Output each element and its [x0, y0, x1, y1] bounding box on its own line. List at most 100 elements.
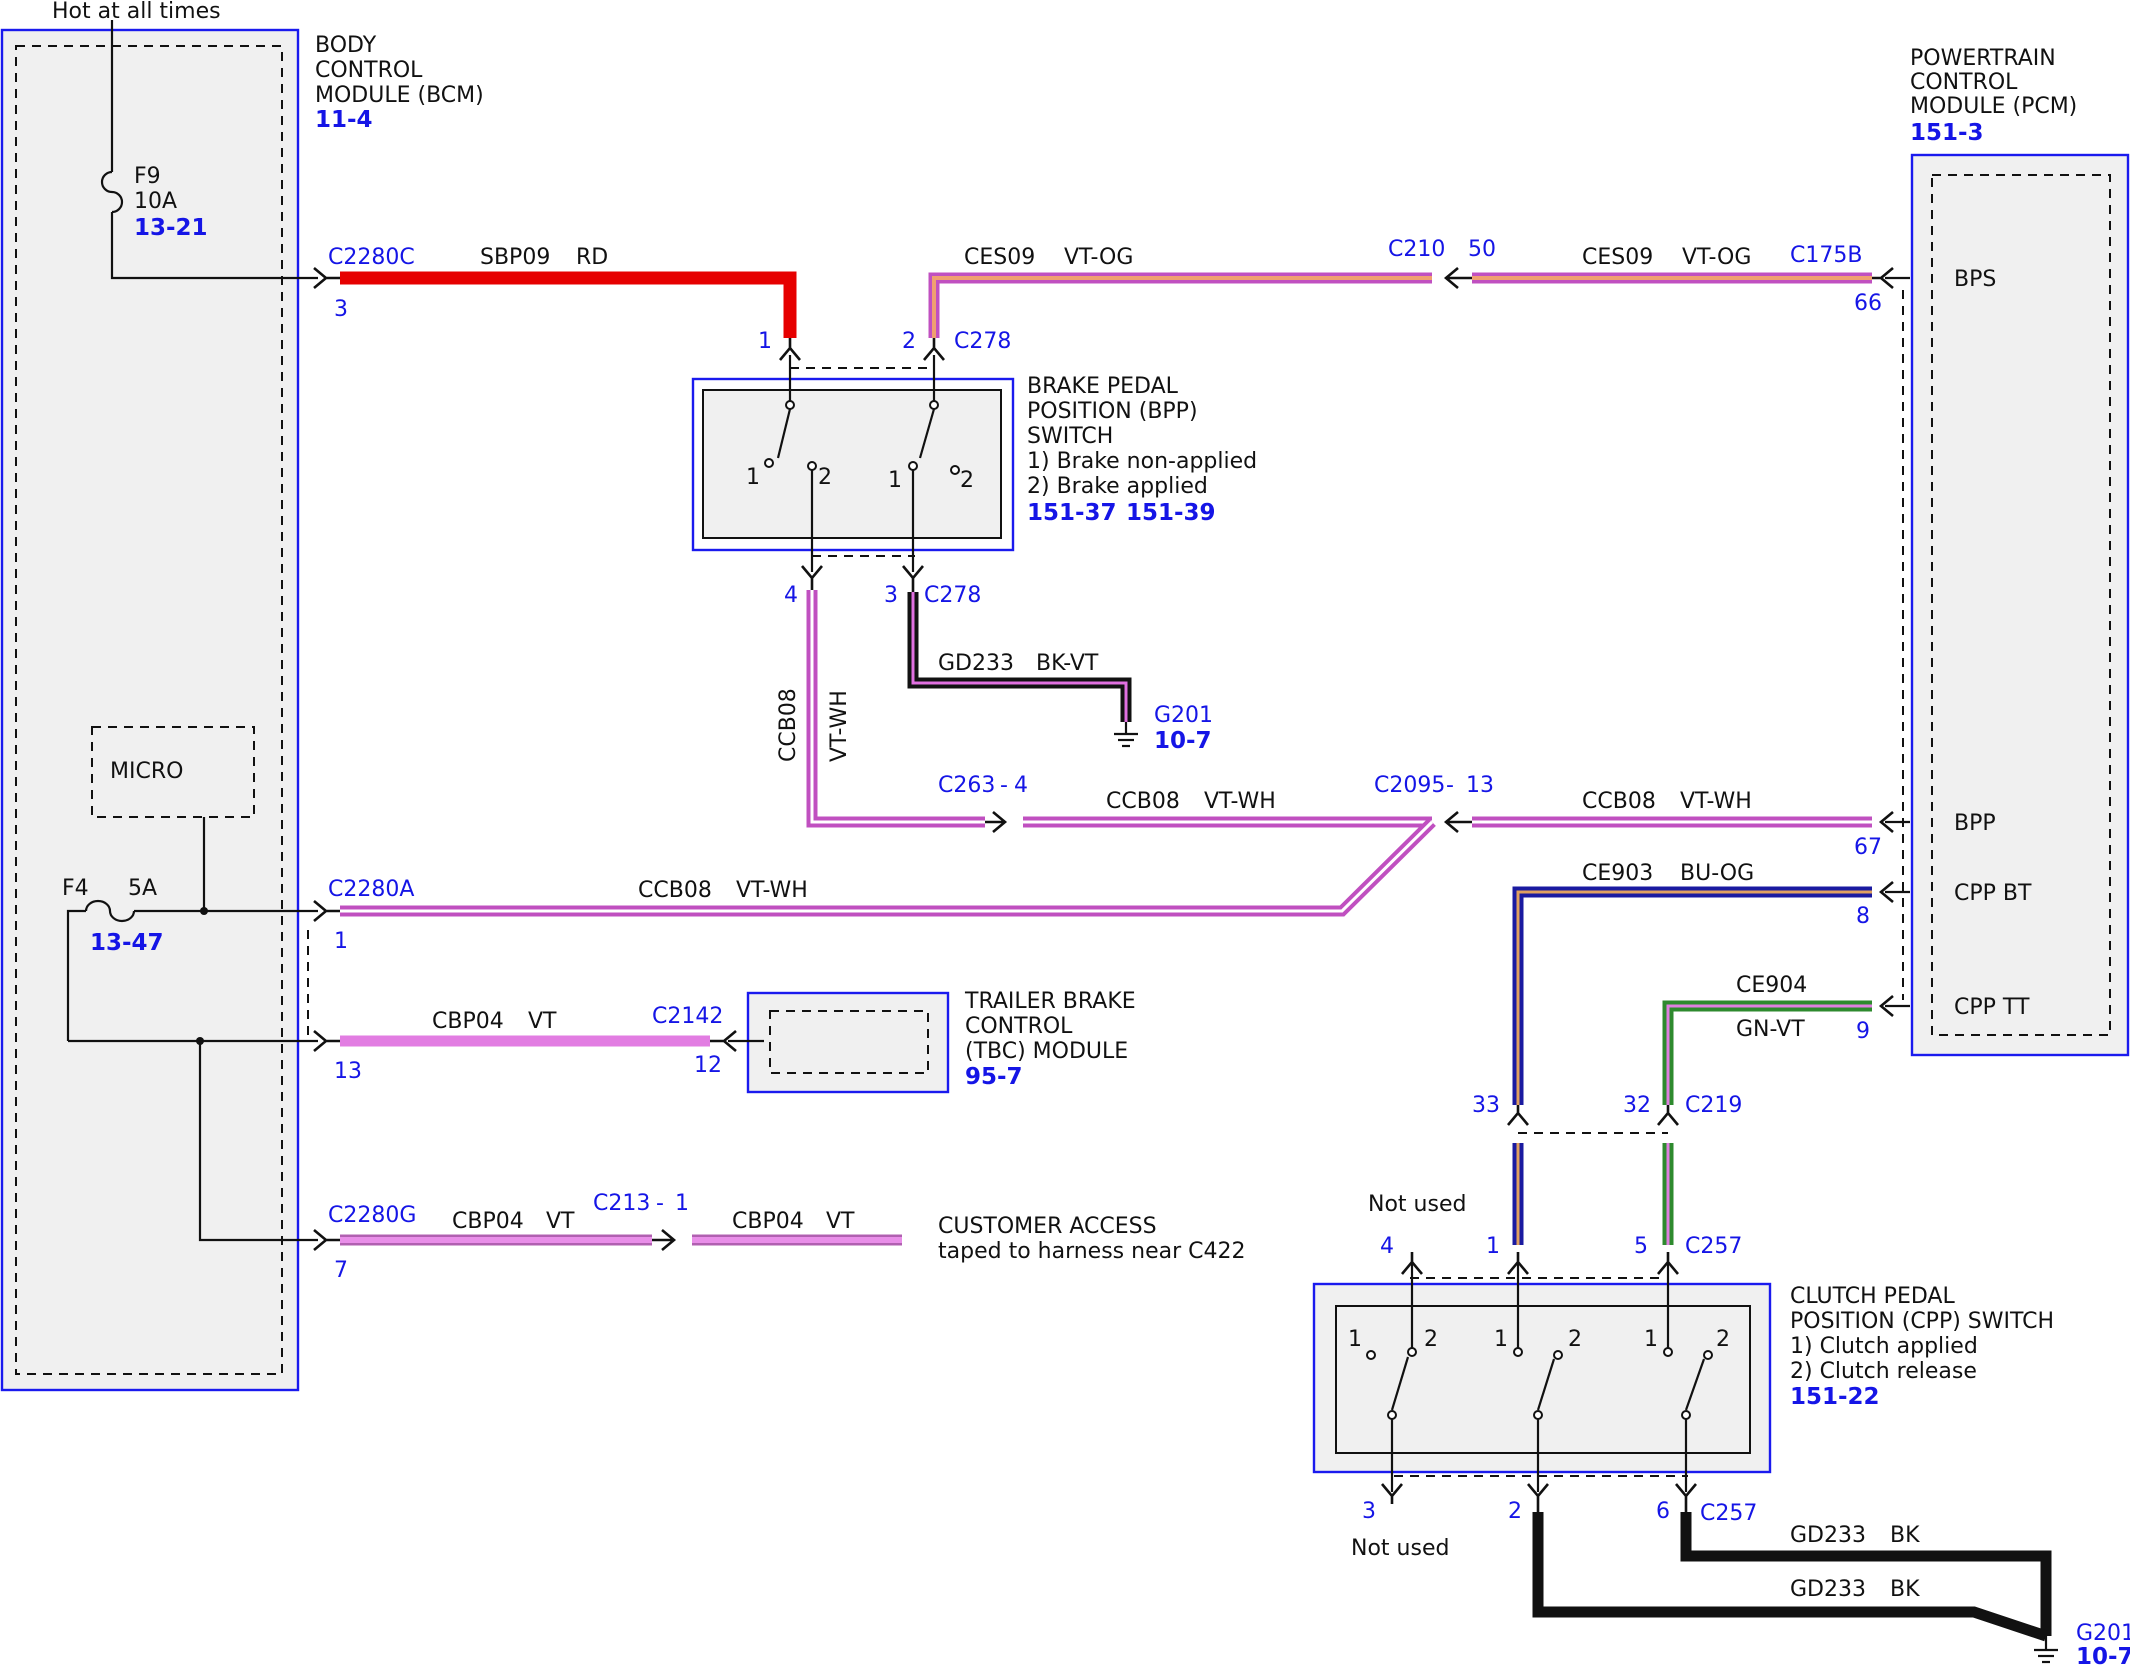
bcm-title-1: BODY [315, 33, 377, 58]
wire-label-gd233-a: GD233 [938, 651, 1014, 676]
pin-c210-50: 50 [1468, 237, 1496, 262]
bcm-title-3: MODULE (BCM) [315, 83, 484, 108]
wire-label-bk-c: BK [1890, 1577, 1920, 1602]
tbc-title-1: TRAILER BRAKE [964, 989, 1136, 1014]
wire-ccb08 [340, 590, 1872, 917]
conn-c2095: C2095 [1374, 773, 1445, 798]
cpp-title-2: POSITION (CPP) SWITCH [1790, 1309, 2054, 1334]
conn-c213: C213 [593, 1191, 650, 1216]
conn-c213-dash: - [656, 1191, 664, 1216]
wire-label-buog: BU-OG [1680, 861, 1754, 886]
bpp-title-3: SWITCH [1027, 424, 1113, 449]
pcm-pin-cppbt: CPP BT [1954, 881, 2032, 906]
pin-pcm-66: 66 [1854, 291, 1882, 316]
tbc-module [746, 991, 950, 1094]
wire-label-ccb08-b: CCB08 [1106, 789, 1180, 814]
wire-label-vt-b: VT [546, 1209, 575, 1234]
wire-label-sbp09: SBP09 [480, 245, 550, 270]
conn-c2095-dash: - [1446, 773, 1454, 798]
conn-g201-bpp: G201 [1154, 703, 1213, 728]
cpp-pos-2a: 2 [1424, 1327, 1438, 1352]
pin-bpp-1: 1 [758, 329, 772, 354]
pcm-title-1: POWERTRAIN [1910, 46, 2056, 71]
cpp-pos-1a: 1 [1348, 1327, 1362, 1352]
wire-label-ccb08-a: CCB08 [638, 878, 712, 903]
cpp-state-1: 1) Clutch applied [1790, 1334, 1978, 1359]
pcm-ref: 151-3 [1910, 120, 1984, 146]
pin-c2142-12: 12 [694, 1053, 722, 1078]
not-used-top: Not used [1368, 1192, 1466, 1217]
f9-label: F9 [134, 164, 161, 189]
bpp-title-2: POSITION (BPP) [1027, 399, 1198, 424]
conn-c2095-pin: 13 [1466, 773, 1494, 798]
conn-c210: C210 [1388, 237, 1445, 262]
wire-label-gd233-b: GD233 [1790, 1523, 1866, 1548]
bpp-pos-1b: 1 [888, 468, 902, 493]
cpp-pos-1c: 1 [1644, 1327, 1658, 1352]
pcm-module [1910, 153, 2130, 1057]
wire-label-vtwh-a: VT-WH [736, 878, 808, 903]
conn-c2280a: C2280A [328, 877, 414, 902]
micro-label: MICRO [110, 759, 183, 784]
pin-pcm-67: 67 [1854, 835, 1882, 860]
bpp-state-2: 2) Brake applied [1027, 474, 1208, 499]
pin-cpp-3: 3 [1362, 1499, 1376, 1524]
cpp-ref: 151-22 [1790, 1384, 1880, 1410]
f4-rating: 5A [128, 876, 157, 901]
bcm-title-2: CONTROL [315, 58, 423, 83]
cpp-title-1: CLUTCH PEDAL [1790, 1284, 1955, 1309]
pin-c219-33: 33 [1472, 1093, 1500, 1118]
wire-label-bkvt: BK-VT [1036, 651, 1099, 676]
conn-c257-top: C257 [1685, 1234, 1742, 1259]
cpp-pos-2c: 2 [1716, 1327, 1730, 1352]
customer-access-2: taped to harness near C422 [938, 1239, 1245, 1264]
conn-c278-bottom: C278 [924, 583, 981, 608]
pin-cpp-1: 1 [1486, 1234, 1500, 1259]
wire-label-vt-c: VT [826, 1209, 855, 1234]
pcm-pin-bps: BPS [1954, 267, 1996, 292]
wire-label-vtwh-b: VT-WH [1204, 789, 1276, 814]
pin-bpp-4: 4 [784, 583, 798, 608]
pcm-pin-bpp: BPP [1954, 811, 1996, 836]
conn-c263-dash: - [1000, 773, 1008, 798]
wire-label-vtwh-c: VT-WH [1680, 789, 1752, 814]
pin-cpp-6: 6 [1656, 1499, 1670, 1524]
conn-c2142: C2142 [652, 1004, 723, 1029]
ground-g201-bpp [1114, 722, 1138, 748]
cpp-switch [1312, 1277, 1772, 1477]
wire-label-ccb08-c: CCB08 [1582, 789, 1656, 814]
conn-c278-top: C278 [954, 329, 1011, 354]
wire-label-gd233-c: GD233 [1790, 1577, 1866, 1602]
wire-ce903 [1512, 886, 1872, 1245]
tbc-title-3: (TBC) MODULE [965, 1039, 1128, 1064]
pin-cpp-5: 5 [1634, 1234, 1648, 1259]
conn-c213-pin: 1 [675, 1191, 689, 1216]
pcm-title-2: CONTROL [1910, 70, 2018, 95]
pin-pcm-8: 8 [1856, 904, 1870, 929]
wire-label-vtog-b: VT-OG [1682, 245, 1751, 270]
conn-c263-pin: 4 [1014, 773, 1028, 798]
f4-label: F4 [62, 876, 89, 901]
not-used-bottom: Not used [1351, 1536, 1449, 1561]
wire-label-vtog-a: VT-OG [1064, 245, 1133, 270]
conn-g201-cpp: G201 [2076, 1621, 2130, 1646]
wire-label-rd: RD [576, 245, 608, 270]
pin-c2280a-1: 1 [334, 929, 348, 954]
wire-gd233-bk [1532, 1512, 2052, 1642]
tbc-title-2: CONTROL [965, 1014, 1073, 1039]
pcm-stubs [728, 276, 1910, 1043]
wire-label-ces09-a: CES09 [964, 245, 1035, 270]
bpp-title-1: BRAKE PEDAL [1027, 374, 1179, 399]
conn-g201-bpp-ref: 10-7 [1154, 728, 1212, 754]
f9-rating: 10A [134, 189, 177, 214]
bpp-switch [691, 367, 1015, 557]
cpp-switch-contacts [1366, 1262, 1713, 1492]
bcm-ref: 11-4 [315, 107, 373, 133]
pcm-title-3: MODULE (PCM) [1910, 94, 2077, 119]
pin-pcm-9: 9 [1856, 1019, 1870, 1044]
bpp-pos-1a: 1 [746, 465, 760, 490]
wire-sbp09 [340, 271, 797, 338]
conn-c257-bottom: C257 [1700, 1501, 1757, 1526]
bpp-switch-contacts [764, 355, 960, 572]
